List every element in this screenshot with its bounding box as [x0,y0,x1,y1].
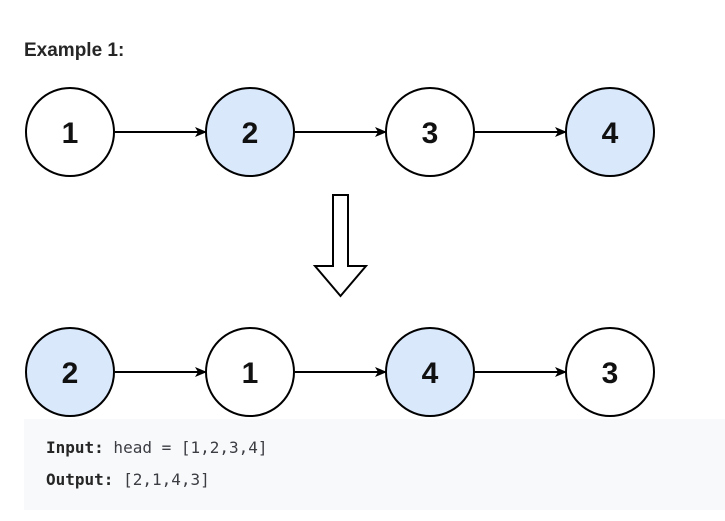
node-circle [385,87,475,177]
node-circle [385,327,475,417]
example-heading: Example 1: [24,40,125,61]
node-circle [205,327,295,417]
list-node: 2 [25,327,115,417]
example-code-block: Input: head = [1,2,3,4] Output: [2,1,4,3… [24,419,725,510]
node-value: 1 [242,357,259,390]
node-circle [25,327,115,417]
list-node: 3 [385,87,475,177]
node-circle [205,87,295,177]
node-circle [565,327,655,417]
node-circle [25,87,115,177]
output-label: Output: [46,470,114,489]
list-node: 2 [205,87,295,177]
input-value: head = [1,2,3,4] [103,438,268,457]
input-line: Input: head = [1,2,3,4] [46,438,268,457]
list-node: 1 [25,87,115,177]
list-node: 4 [385,327,475,417]
node-value: 1 [62,117,79,150]
list-node: 3 [565,327,655,417]
output-line: Output: [2,1,4,3] [46,470,210,489]
output-value: [2,1,4,3] [113,470,210,489]
node-value: 4 [422,357,439,390]
node-value: 3 [602,357,619,390]
input-label: Input: [46,438,104,457]
node-value: 3 [422,117,439,150]
after-list: 2 1 4 3 [25,327,655,417]
list-node: 4 [565,87,655,177]
node-value: 2 [242,117,259,150]
before-list: 1 2 3 4 [25,87,655,177]
node-value: 2 [62,357,79,390]
node-circle [565,87,655,177]
down-arrow-icon [312,194,369,298]
list-node: 1 [205,327,295,417]
node-value: 4 [602,117,619,150]
